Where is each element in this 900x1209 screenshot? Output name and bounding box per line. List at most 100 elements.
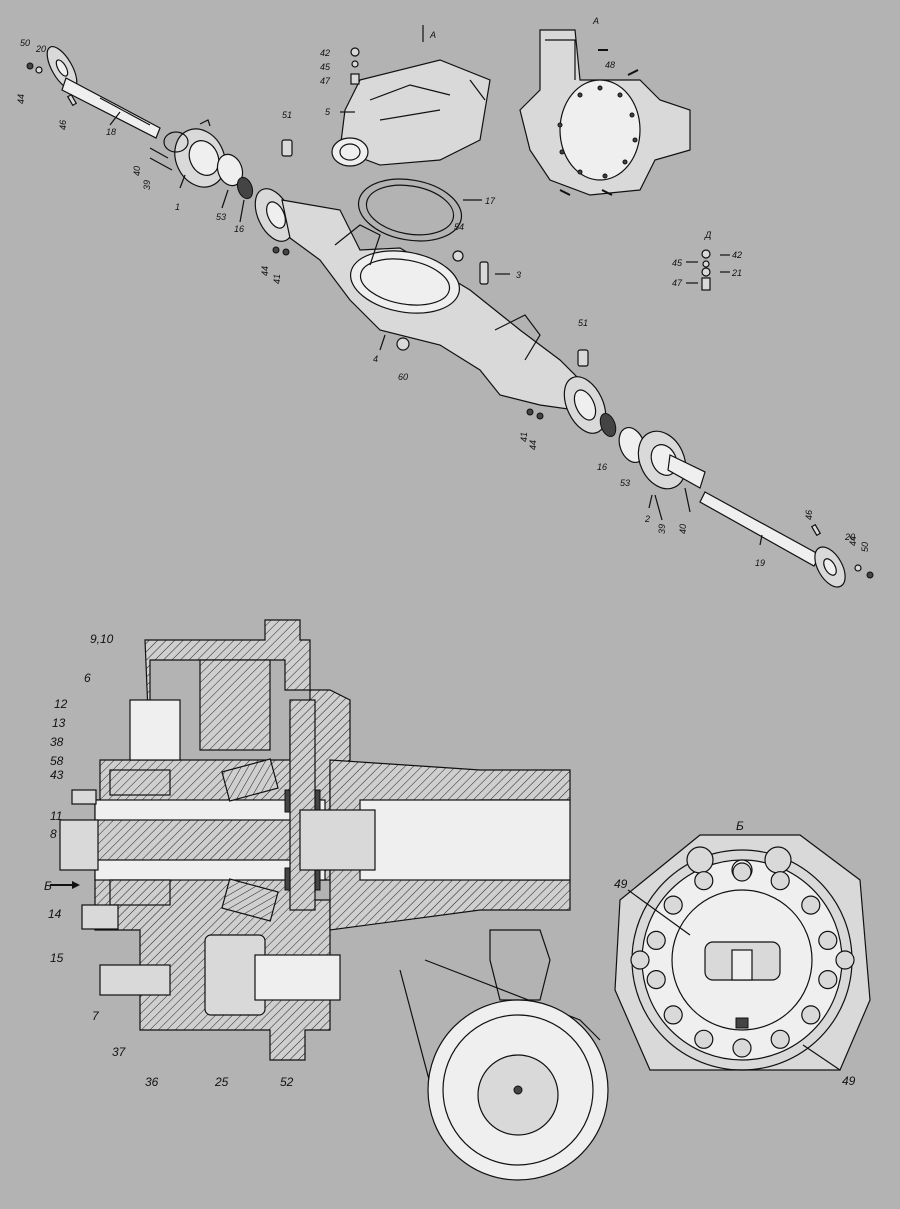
- view-letter-b: Б: [736, 819, 744, 833]
- part-label-60: 60: [398, 372, 408, 382]
- spacer-plate: [289, 699, 316, 911]
- part-label-40b: 40: [678, 524, 688, 534]
- part-label-44c: 44: [528, 440, 538, 450]
- part-label-53a: 53: [216, 212, 226, 222]
- part-label-9-10: 9,10: [90, 632, 114, 646]
- view-letter-b-arrow: Б: [44, 879, 52, 893]
- bearing-6: [221, 758, 279, 802]
- axle-shaft-right: [699, 491, 874, 588]
- part-label-20: 20: [35, 44, 46, 54]
- part-label-58: 58: [50, 754, 64, 768]
- bolt-hole: [732, 862, 752, 882]
- input-shaft: [94, 819, 306, 861]
- part-label-50: 50: [20, 38, 30, 48]
- leader-49-bottom: [802, 1044, 841, 1071]
- bolt-hole: [732, 1038, 752, 1058]
- part-label-49a: 49: [614, 877, 628, 891]
- cross-shaft: [254, 954, 341, 1001]
- bolt-hole: [801, 895, 821, 915]
- plug-37: [99, 964, 171, 996]
- part-label-44a: 44: [16, 94, 26, 104]
- bolt-hole: [646, 969, 666, 990]
- part-label-39b: 39: [657, 524, 667, 534]
- section-view: [50, 619, 609, 1181]
- leader-lines: [109, 111, 763, 546]
- part-label-53b: 53: [620, 478, 630, 488]
- arrow-head-b: [72, 881, 80, 889]
- upper-cavity: [129, 699, 181, 761]
- washers-left: [26, 62, 78, 107]
- exploded-label-group: 5020444618403915316514441424547517543460…: [16, 38, 870, 568]
- exploded-view: [26, 25, 874, 588]
- part-label-46b: 46: [804, 510, 814, 520]
- bolt-hole: [770, 1029, 790, 1049]
- part-label-51a: 51: [282, 110, 292, 120]
- part-label-48: 48: [605, 60, 615, 70]
- part-label-41b: 41: [519, 432, 529, 442]
- bracket: [489, 929, 551, 1001]
- leader-49-top: [627, 889, 691, 936]
- part-label-41a: 41: [272, 274, 282, 284]
- part-label-6: 6: [84, 671, 91, 685]
- part-label-16b: 16: [597, 462, 607, 472]
- view-b-label-group: 49 49: [614, 877, 856, 1088]
- bearing-13: [109, 769, 171, 796]
- part-label-52: 52: [280, 1075, 294, 1089]
- part-label-46a: 46: [58, 120, 68, 130]
- bolt-hole: [770, 871, 790, 891]
- detail-a-view: [519, 29, 691, 196]
- part-label-45a: 45: [320, 62, 331, 72]
- part-label-49b: 49: [842, 1074, 856, 1088]
- part-label-18: 18: [106, 127, 116, 137]
- part-label-11: 11: [50, 809, 62, 823]
- part-label-1: 1: [175, 202, 180, 212]
- part-label-38: 38: [50, 735, 64, 749]
- view-letter-d-section: Д: [704, 230, 712, 240]
- part-label-37: 37: [112, 1045, 127, 1059]
- view-letter-a-detail: А: [592, 16, 599, 26]
- part-label-51b: 51: [578, 318, 588, 328]
- part-label-47b: 47: [672, 278, 683, 288]
- bolt-hole: [663, 895, 683, 915]
- bolt-hole: [694, 1029, 714, 1049]
- coupling-flange: [59, 819, 99, 871]
- part-label-42a: 42: [320, 48, 330, 58]
- bolt-hole: [663, 1005, 683, 1025]
- housing-tube-bore: [359, 799, 571, 881]
- bolt-hole: [694, 871, 714, 891]
- gear-9-10: [199, 659, 271, 751]
- seal-53-left: [216, 153, 244, 187]
- part-label-40a: 40: [132, 166, 142, 176]
- part-label-3: 3: [516, 270, 521, 280]
- nut-14: [81, 904, 119, 930]
- plug-60: [396, 337, 410, 351]
- part-label-14: 14: [48, 907, 62, 921]
- part-label-54: 54: [454, 222, 464, 232]
- axle-housing: [254, 188, 607, 434]
- part-label-36: 36: [145, 1075, 159, 1089]
- bolt-ring: [646, 862, 838, 1058]
- part-label-2: 2: [644, 514, 650, 524]
- breather-51-right: [577, 349, 589, 367]
- bolt-hole: [818, 930, 838, 951]
- flange-hub: [299, 809, 376, 871]
- part-label-5: 5: [325, 107, 331, 117]
- plug-54: [452, 250, 464, 262]
- wheel-hub-right: [637, 430, 706, 521]
- part-label-50b: 50: [860, 542, 870, 552]
- main-gear-unit: [331, 59, 491, 167]
- part-label-44b: 44: [260, 266, 270, 276]
- part-label-45b: 45: [672, 258, 683, 268]
- part-label-15: 15: [50, 951, 64, 965]
- bearing-38: [109, 879, 171, 906]
- part-label-17: 17: [485, 196, 496, 206]
- bearing-25: [221, 878, 279, 922]
- part-label-47a: 47: [320, 76, 331, 86]
- bolt-43: [71, 789, 97, 805]
- breather-51-left: [281, 139, 293, 157]
- part-label-42b: 42: [732, 250, 742, 260]
- axle-shaft-left: [46, 46, 161, 139]
